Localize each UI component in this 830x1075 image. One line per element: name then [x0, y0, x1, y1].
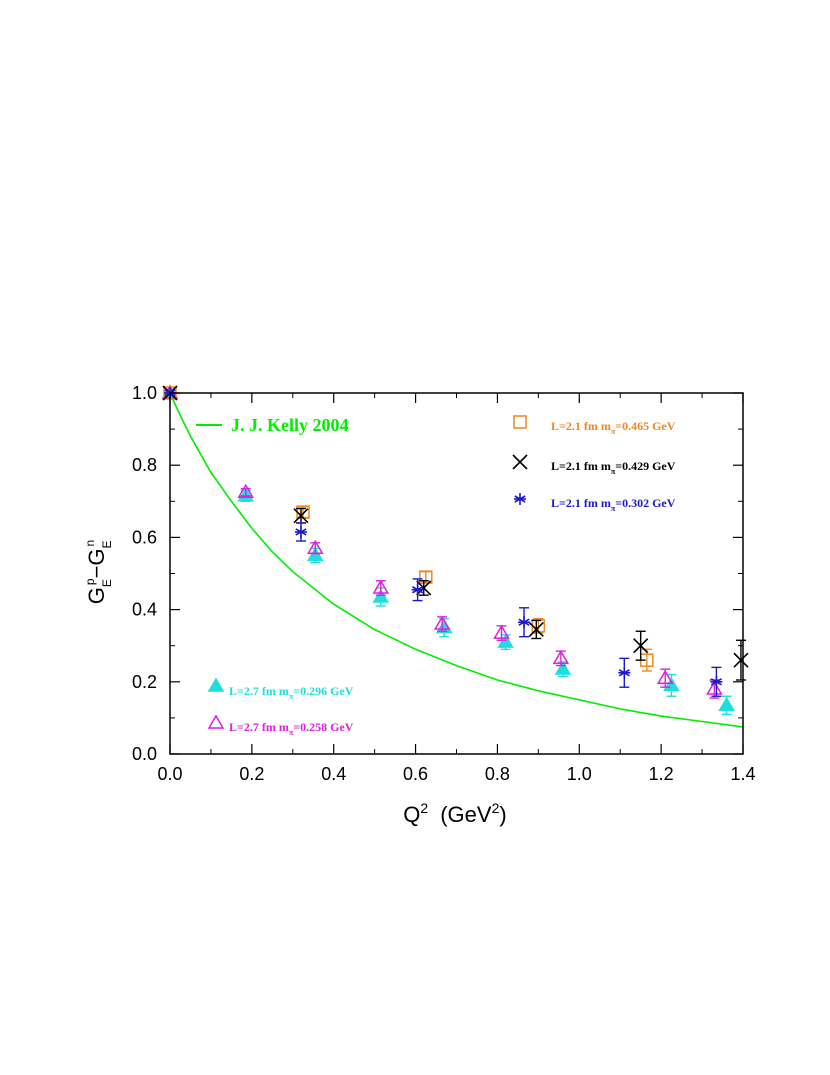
data-point	[656, 669, 674, 684]
data-point	[416, 580, 432, 596]
fit-curve-legend: J. J. Kelly 2004	[196, 415, 349, 435]
data-point	[554, 660, 572, 675]
legend-symbol	[512, 454, 528, 470]
legend-marker-open-square	[513, 415, 527, 429]
legend-marker-x	[512, 454, 528, 470]
x-tick-label: 1.0	[567, 764, 592, 784]
legend-entry-1: L=2.1 fm mπ=0.429 GeV	[512, 454, 676, 476]
data-point	[293, 508, 309, 524]
y-tick-label: 0.0	[132, 744, 157, 764]
tick-labels: 0.0 0.2 0.4 0.6 0.8 1.0 1.2 1.4 0.0 0.2 0.4 0.6 0.8 1…	[132, 383, 756, 784]
data-point	[528, 621, 544, 638]
data-point	[419, 570, 433, 584]
legend-entry-4: L=2.7 fm mπ=0.258 GeV	[207, 714, 354, 737]
data-point	[663, 676, 680, 692]
data-point-stroke	[528, 621, 544, 638]
data-layer	[161, 384, 749, 728]
series-4	[161, 384, 723, 699]
x-tick-label: 0.8	[485, 764, 510, 784]
data-point	[618, 666, 631, 679]
data-point	[493, 624, 510, 639]
y-tick-label: 1.0	[132, 383, 157, 403]
series-3	[161, 384, 735, 715]
data-point	[306, 546, 324, 562]
legend-label-4: L=2.7 fm mπ=0.258 GeV	[229, 720, 354, 737]
y-tick-label: 0.2	[132, 672, 157, 692]
fit-curve-line	[169, 392, 744, 728]
svg-text:GEp−GEn: GEp−GEn	[83, 540, 114, 605]
data-point	[497, 633, 514, 648]
plot-border	[169, 392, 744, 755]
plot-frame	[169, 392, 744, 755]
series-1	[162, 385, 749, 681]
legend-symbol	[207, 714, 225, 729]
y-tick-label: 0.4	[132, 600, 157, 620]
y-tick-label: 0.8	[132, 455, 157, 475]
data-point-stroke	[633, 638, 649, 654]
data-point	[710, 675, 723, 688]
legend-symbol	[514, 493, 526, 505]
data-point	[633, 638, 649, 654]
data-point	[433, 615, 451, 630]
legend-entry-2: L=2.1 fm mπ=0.302 GeV	[514, 493, 676, 513]
legend-label-2: L=2.1 fm mπ=0.302 GeV	[551, 496, 676, 513]
legend-marker-open-triangle	[207, 714, 225, 729]
data-point	[237, 483, 255, 499]
series-2	[164, 387, 723, 697]
y-axis-title: GEp−GEn	[83, 540, 114, 605]
data-point-stroke	[293, 508, 309, 524]
legend-marker-asterisk	[514, 493, 526, 505]
data-point	[733, 652, 749, 668]
legend-symbol	[513, 415, 527, 429]
legend-label-1: L=2.1 fm mπ=0.429 GeV	[551, 459, 676, 476]
fit-curve-legend-label: J. J. Kelly 2004	[231, 415, 349, 435]
data-point	[718, 696, 735, 712]
data-point-stroke	[416, 580, 432, 596]
data-point	[294, 525, 307, 538]
x-axis-title: Q2(GeV2)	[403, 800, 506, 827]
data-point	[552, 649, 570, 665]
x-tick-label: 0.0	[157, 764, 182, 784]
data-point-stroke	[733, 652, 749, 668]
legend-label-3: L=2.7 fm mπ=0.296 GeV	[229, 684, 354, 701]
data-point	[518, 616, 531, 629]
x-tick-label: 0.6	[403, 764, 428, 784]
x-tick-label: 1.4	[730, 764, 755, 784]
legend-label-0: L=2.1 fm mπ=0.465 GeV	[551, 419, 676, 436]
x-tick-label: 0.2	[239, 764, 264, 784]
data-point	[706, 680, 723, 695]
series-legend: L=2.1 fm mπ=0.465 GeV L=2.1 fm mπ=0.429 …	[207, 415, 676, 737]
data-point	[372, 588, 390, 603]
legend-symbol	[207, 677, 225, 692]
y-tick-label: 0.6	[132, 527, 157, 547]
data-point	[372, 579, 390, 594]
legend-entry-3: L=2.7 fm mπ=0.296 GeV	[207, 677, 354, 701]
data-point	[306, 539, 324, 554]
data-point	[411, 583, 424, 596]
x-tick-label: 1.2	[649, 764, 674, 784]
legend-symbol-stroke	[512, 454, 528, 470]
legend-entry-0: L=2.1 fm mπ=0.465 GeV	[513, 415, 676, 436]
x-tick-label: 0.4	[321, 764, 346, 784]
legend-marker-filled-triangle	[207, 677, 225, 692]
